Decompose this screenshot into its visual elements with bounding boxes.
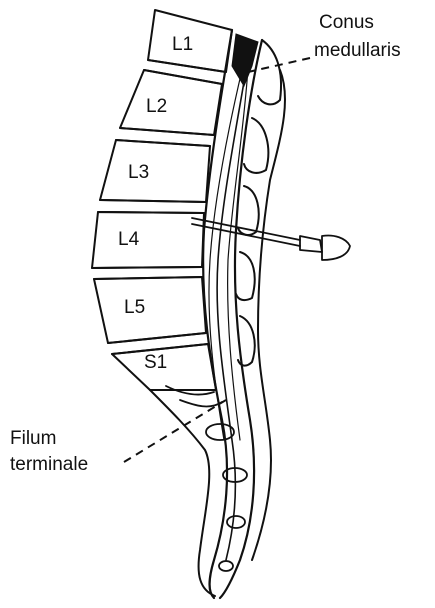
disc-l3-l4 (98, 200, 206, 213)
spinal-needle (192, 218, 350, 260)
vertebra-l3-body (100, 140, 210, 202)
needle-shaft-upper (192, 218, 300, 240)
callout-filum-leader (124, 400, 226, 462)
spinous-process-l1 (258, 40, 281, 104)
sacral-line-2 (180, 400, 222, 406)
vertebra-label-l5: L5 (124, 297, 145, 318)
vertebra-label-l1: L1 (172, 34, 193, 55)
vertebra-label-s1: S1 (144, 352, 167, 373)
vertebra-l4-body (92, 212, 204, 268)
vertebra-labels: L1 L2 L3 L4 L5 S1 (118, 34, 193, 373)
vertebra-label-l4: L4 (118, 229, 140, 250)
vertebra-label-l3: L3 (128, 162, 149, 183)
vertebra-l5-body (94, 277, 206, 343)
spinous-process-l2 (244, 118, 268, 173)
spinous-process-l4 (236, 252, 255, 300)
needle-shaft-lower (192, 224, 300, 246)
sacrum-anterior (150, 390, 215, 596)
needle-handle (322, 235, 350, 260)
disc-l5-s1 (108, 333, 208, 354)
callout-filum-line1: Filum (10, 428, 56, 449)
callout-conus-line2: medullaris (314, 40, 401, 61)
dura-posterior (220, 40, 262, 598)
filum-terminale-line (217, 70, 246, 560)
needle-hub (300, 236, 322, 252)
sacral-foramen-4 (219, 561, 233, 571)
sacral-foramen-3 (227, 516, 245, 528)
callout-conus-line1: Conus (319, 12, 374, 33)
vertebra-label-l2: L2 (146, 96, 167, 117)
callout-filum-line2: terminale (10, 454, 88, 475)
spinal-canal (203, 30, 262, 598)
callout-conus: Conus medullaris (248, 12, 401, 72)
vertebra-l2-body (120, 70, 222, 135)
